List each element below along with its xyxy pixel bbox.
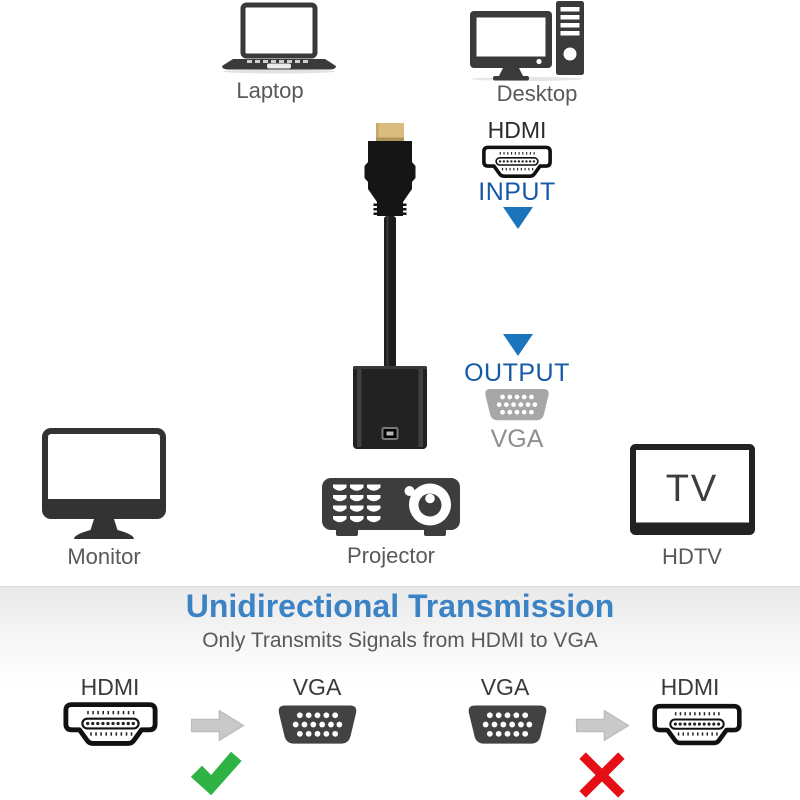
checkmark-icon [187,749,245,798]
vga-connector-icon [461,701,554,749]
output-label: OUTPUT [464,359,570,387]
hdtv-label: HDTV [662,544,722,569]
banner-subtitle: Only Transmits Signals from HDMI to VGA [202,629,598,652]
input-down-arrow-icon [503,207,533,229]
monitor-icon [42,428,166,542]
banner-title: Unidirectional Transmission [185,588,615,624]
tv-screen-text: TV [665,468,719,510]
vga-connector-icon [479,386,555,424]
right-arrow-icon [575,707,630,744]
cross-icon [577,751,627,799]
desktop-icon [470,1,585,81]
hdmi-to-vga-adapter-image [340,110,440,455]
hdmi-connector-icon [651,703,743,748]
allowed-to-label: VGA [292,674,342,700]
projector-label: Projector [346,543,436,568]
hdmi-connector-icon [481,145,553,180]
desktop-label: Desktop [496,81,578,106]
laptop-label: Laptop [236,78,304,103]
input-label: INPUT [478,178,556,206]
projector-icon [320,476,462,540]
allowed-from-label: HDMI [80,674,140,700]
laptop-icon [222,2,336,74]
vga-connector-icon [271,701,364,749]
output-down-arrow-icon [503,334,533,356]
banner-background [0,586,800,800]
vga-output-label: VGA [490,425,544,453]
monitor-label: Monitor [67,544,141,569]
hdmi-connector-icon [62,701,159,749]
blocked-from-label: VGA [480,674,530,700]
right-arrow-icon [190,707,245,744]
tv-icon [629,443,756,536]
hdmi-input-label: HDMI [487,117,547,143]
blocked-to-label: HDMI [660,674,720,700]
